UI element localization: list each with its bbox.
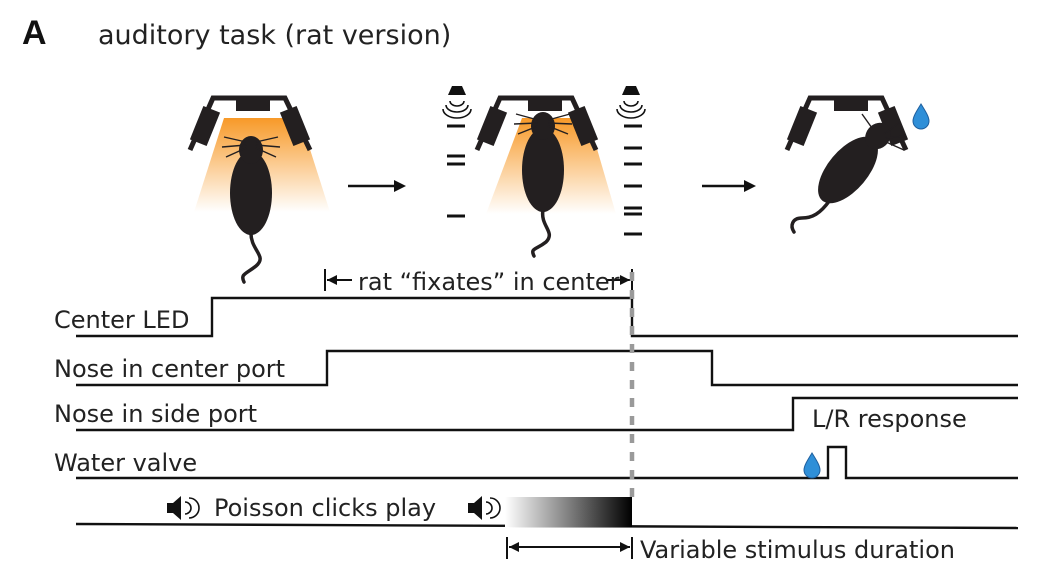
stimulus-duration-label: Variable stimulus duration [640,536,955,564]
rat-icon [790,113,907,234]
arrow-right-icon [348,180,406,192]
panel-title: auditory task (rat version) [98,20,451,51]
click-train-right [624,124,642,236]
speaker-icon [468,496,501,520]
water-drop-icon [912,103,930,130]
stimulus-gradient [505,497,632,527]
stimulus-duration-bracket [506,537,633,559]
speaker-icon [167,496,200,520]
port-icon [474,95,599,152]
lr-response-label: L/R response [812,405,967,433]
scene-1-rat-at-center [187,95,330,284]
trace-label-nose-center: Nose in center port [54,355,285,383]
trace-label-nose-side: Nose in side port [54,400,257,428]
scene-3-response [784,95,930,234]
fixation-label: rat “fixates” in center [358,268,620,296]
water-drop-icon [803,452,821,479]
trace-label-center-led: Center LED [54,306,189,334]
trace-nose-side: Nose in side port L/R response [54,396,1018,433]
port-icon [784,95,909,152]
speaker-icon [442,86,472,119]
stimulus-row: Poisson clicks play [75,494,1019,530]
rat-icon [513,112,573,258]
trace-water-valve: Water valve [54,445,1018,480]
poisson-clicks-label: Poisson clicks play [214,494,436,522]
speaker-icon [616,86,646,119]
port-icon [187,95,313,152]
rat-icon [221,136,281,284]
click-train-left [447,124,465,218]
panel-letter: A [22,14,47,52]
arrow-right-icon [702,180,756,192]
trace-nose-center: Nose in center port [54,349,1018,387]
trace-center-led: Center LED [54,296,1018,338]
trace-label-water-valve: Water valve [54,449,197,477]
scene-2-fixation [442,86,646,258]
